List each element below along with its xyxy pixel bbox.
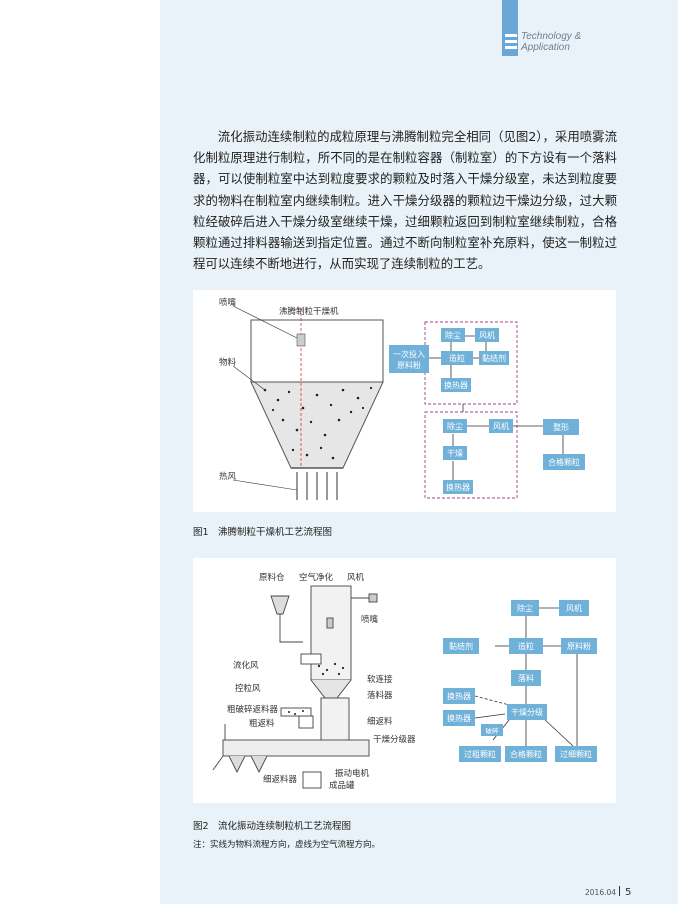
label-dryer: 沸腾制粒干燥机 [279,306,339,317]
fig1-box-feed: 一次投入 原料粉 [389,345,429,373]
svg-text:换热器: 换热器 [444,380,468,390]
fig1-box-heater2: 换热器 [443,480,473,494]
svg-text:一次投入: 一次投入 [393,349,425,359]
label-fine-return2: 细返料器 [263,774,298,785]
fig2-box-fan: 风机 [559,600,589,616]
svg-text:除尘: 除尘 [445,330,461,340]
label-crush-return: 粗破碎返料器 [227,704,279,715]
svg-text:过粗颗粒: 过粗颗粒 [464,749,496,759]
svg-text:换热器: 换热器 [447,691,471,701]
svg-text:换热器: 换热器 [446,482,470,492]
svg-text:黏结剂: 黏结剂 [449,641,473,651]
body-paragraph: 流化振动连续制粒的成粒原理与沸腾制粒完全相同（见图2），采用喷雾流化制粒原理进行… [193,129,617,272]
figure-1: 喷嘴 沸腾制粒干燥机 物料 热风 除尘 风机 造粒 黏结剂 换热器 一次投入 原… [193,290,616,512]
svg-text:风机: 风机 [479,330,495,340]
figure-2-diagram: 原料仓 空气净化 风机 喷嘴 流化风 控粒风 粗破碎返料器 粗返料 软连接 落料… [212,572,597,791]
fig2-box-binder: 黏结剂 [443,638,479,654]
brand-line-1: Technology & [521,31,582,42]
fig2-box-undersize: 过细颗粒 [555,746,597,762]
fig1-box-heater: 换热器 [441,378,471,392]
label-material: 物料 [219,357,237,368]
label-drop-feeder: 落料器 [367,690,393,701]
svg-text:风机: 风机 [493,421,509,431]
figure-2: 原料仓 空气净化 风机 喷嘴 流化风 控粒风 粗破碎返料器 粗返料 软连接 落料… [193,558,616,803]
figure-1-diagram: 喷嘴 沸腾制粒干燥机 物料 热风 除尘 风机 造粒 黏结剂 换热器 一次投入 原… [219,297,585,500]
label-control-air: 控粒风 [235,683,261,694]
svg-text:整形: 整形 [553,422,569,432]
brand-logo-icon [505,34,517,50]
fig2-box-drop: 落料 [511,670,541,686]
fig2-box-oversize: 过粗颗粒 [459,746,501,762]
label-fluid-air: 流化风 [233,660,259,671]
fig1-box-dust2: 除尘 [443,419,467,433]
fig1-box-granulate: 造粒 [441,351,473,365]
svg-text:除尘: 除尘 [517,603,533,613]
fig1-box-fan2: 风机 [489,419,513,433]
label-fine-return: 细返料 [367,716,393,727]
label-nozzle: 喷嘴 [361,614,379,625]
svg-text:破碎: 破碎 [486,726,500,735]
fig2-box-granulate: 造粒 [509,638,543,654]
label-air-clean: 空气净化 [299,572,334,583]
label-hot-air: 热风 [219,471,237,482]
label-soft-joint: 软连接 [367,674,393,685]
label-nozzle: 喷嘴 [219,297,237,308]
svg-text:干燥: 干燥 [447,449,463,458]
svg-text:干燥分级: 干燥分级 [511,707,543,717]
continuous-granulator-drawing [212,585,378,789]
issue-date: 2016.04 [585,888,617,897]
fig1-box-dry: 干燥 [443,446,467,460]
fig1-box-qualified: 合格颗粒 [543,454,585,470]
fig2-box-qualified: 合格颗粒 [505,746,547,762]
figure-2-note: 注：实线为物料流程方向，虚线为空气流程方向。 [193,840,381,850]
fig1-box-fan: 风机 [475,328,499,342]
fig2-box-heater1: 换热器 [443,688,475,704]
svg-text:造粒: 造粒 [518,641,534,651]
svg-text:原料粉: 原料粉 [397,360,421,370]
fig1-box-dust: 除尘 [441,328,465,342]
svg-text:除尘: 除尘 [447,421,463,431]
svg-text:合格颗粒: 合格颗粒 [510,749,542,759]
svg-text:合格颗粒: 合格颗粒 [548,457,580,467]
section-brand: Technology & Application [521,31,581,53]
brand-line-2: Application [521,42,570,53]
label-fan: 风机 [347,572,365,583]
svg-text:造粒: 造粒 [449,353,465,363]
svg-text:原料粉: 原料粉 [567,641,591,651]
label-hopper: 原料仓 [259,572,285,583]
fig2-box-dust: 除尘 [511,600,539,616]
page-number: 5 [625,887,632,898]
fig2-box-raw-powder: 原料粉 [561,638,597,654]
label-vib-motor: 振动电机 [335,768,370,779]
label-dry-classifier: 干燥分级器 [373,734,416,745]
svg-text:落料: 落料 [518,673,534,683]
footer-divider [619,886,621,896]
fig2-box-heater2: 换热器 [443,710,475,726]
page-footer: 2016.04 5 [585,886,631,898]
svg-text:黏结剂: 黏结剂 [482,353,506,363]
fig2-box-dry-classify: 干燥分级 [507,704,547,720]
label-coarse-return: 粗返料 [249,718,275,729]
svg-text:过细颗粒: 过细颗粒 [560,749,592,759]
fig1-box-shape: 整形 [543,419,579,435]
svg-text:换热器: 换热器 [447,713,471,723]
figure-2-caption: 图2 流化振动连续制粒机工艺流程图 [193,821,352,832]
fig2-box-crush: 破碎 [481,724,503,736]
figure-1-caption: 图1 沸腾制粒干燥机工艺流程图 [193,527,333,538]
label-product: 成品罐 [329,780,355,791]
fig1-box-binder: 黏结剂 [479,351,509,365]
svg-text:风机: 风机 [566,603,582,613]
fluid-bed-dryer-drawing [232,305,384,500]
